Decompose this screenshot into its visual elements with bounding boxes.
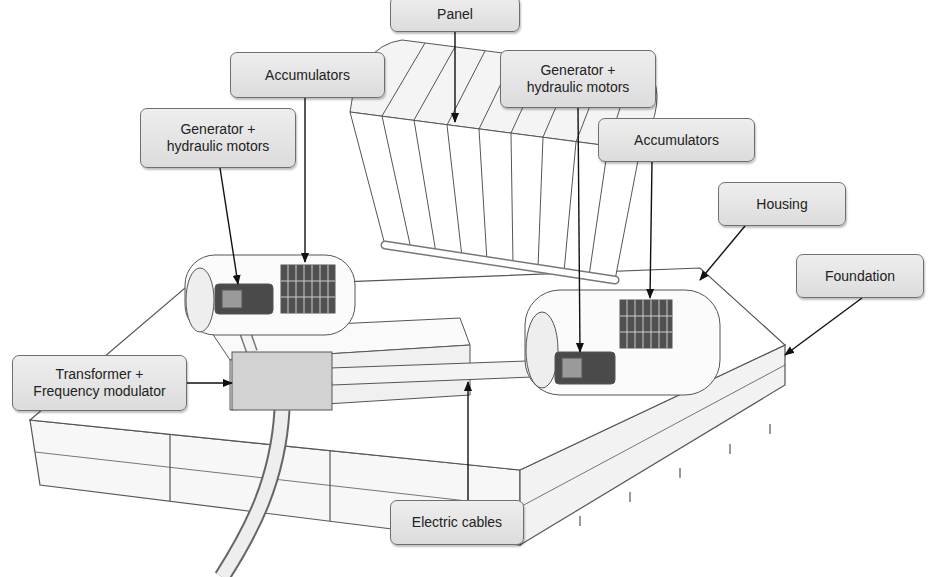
callout-box: Electric cables xyxy=(390,500,524,545)
callout-text-group: Housing xyxy=(756,196,807,213)
callout-label: Generator + hydraulic motors xyxy=(515,62,641,96)
callout-box: Transformer + Frequency modulator xyxy=(12,355,187,411)
callout-text-group: Generator + hydraulic motors xyxy=(155,121,281,155)
callout-text-group: Electric cables xyxy=(412,514,502,531)
callout-text-group: Accumulators xyxy=(265,67,350,84)
callout-label: Foundation xyxy=(825,268,895,285)
callout-label: Accumulators xyxy=(265,67,350,84)
callout-box: Panel xyxy=(390,0,520,32)
callout-label: Electric cables xyxy=(412,514,502,531)
callout-text-group: Foundation xyxy=(825,268,895,285)
callout-label: Generator + hydraulic motors xyxy=(155,121,281,155)
callout-text-group: Generator + hydraulic motors xyxy=(515,62,641,96)
callout-box: Accumulators xyxy=(598,118,755,162)
callout-text-group: Transformer + Frequency modulator xyxy=(27,366,172,400)
callout-label: Accumulators xyxy=(634,132,719,149)
left-housing xyxy=(185,255,355,335)
callout-label: Panel xyxy=(437,6,473,23)
callout-text-group: Accumulators xyxy=(634,132,719,149)
callout-text-group: Panel xyxy=(437,6,473,23)
callout-box: Foundation xyxy=(796,254,924,298)
callout-label: Transformer + Frequency modulator xyxy=(27,366,172,400)
right-housing xyxy=(525,290,720,395)
callout-box: Generator + hydraulic motors xyxy=(500,50,656,108)
callout-label: Housing xyxy=(756,196,807,213)
callout-box: Accumulators xyxy=(230,52,385,98)
cable-routing xyxy=(222,318,558,577)
callout-box: Generator + hydraulic motors xyxy=(140,108,296,168)
leader-arrows xyxy=(187,32,862,500)
callout-box: Housing xyxy=(718,182,846,226)
